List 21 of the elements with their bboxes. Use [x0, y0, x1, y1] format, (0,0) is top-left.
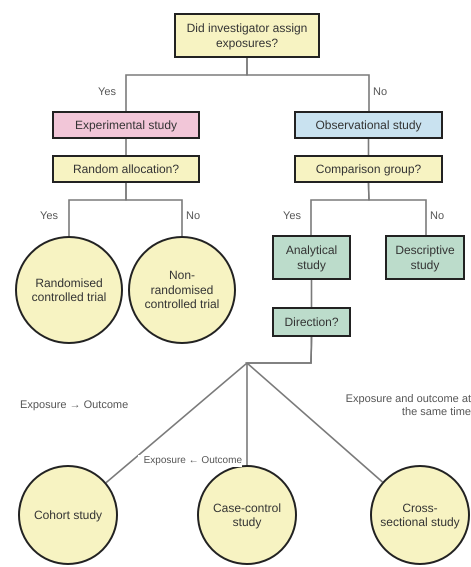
connector-line	[244, 336, 383, 483]
study-circle: Cohort study	[18, 465, 118, 565]
edge-label: Exposure ← Outcome	[138, 455, 242, 467]
connector-line	[368, 139, 370, 155]
study-circle: Cross-sectional study	[370, 465, 470, 565]
category-box: Analytical study	[272, 235, 351, 280]
study-circle: Randomised controlled trial	[15, 236, 123, 344]
question-box: Direction?	[272, 307, 351, 337]
category-box: Observational study	[294, 111, 443, 139]
connector-line	[125, 139, 127, 155]
question-box: Comparison group?	[294, 155, 443, 183]
study-circle: Non-randomised controlled trial	[128, 236, 236, 344]
connector-line	[125, 183, 183, 236]
connector-line	[246, 58, 370, 111]
category-box: Descriptive study	[385, 235, 465, 280]
connector-line	[310, 280, 312, 307]
study-circle: Case-control study	[197, 465, 297, 565]
question-box: Did investigator assign exposures?	[174, 13, 320, 58]
connector-line	[368, 182, 427, 235]
question-box: Random allocation?	[52, 155, 200, 183]
category-box: Experimental study	[52, 111, 200, 139]
